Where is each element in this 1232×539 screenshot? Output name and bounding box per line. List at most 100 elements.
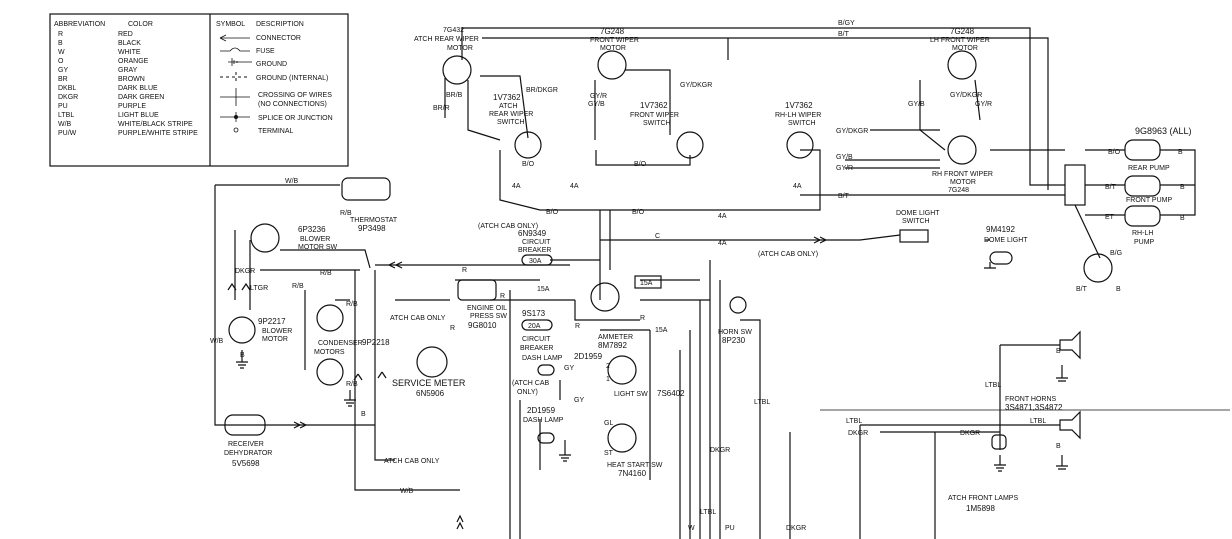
front-wiper-motor-circle — [597, 50, 627, 80]
legend-abbr-item: GY — [58, 67, 68, 74]
dome-light-switch-label: DOME LIGHT — [896, 210, 940, 217]
legend-color-item: WHITE/BLACK STRIPE — [118, 121, 193, 128]
legend-color-item: BLACK — [118, 40, 141, 47]
rear-wiper-switch-label: 1V7362 — [493, 93, 521, 102]
wire-label: B — [1180, 184, 1185, 191]
front-horns-label: 3S4871,3S4872 — [1005, 403, 1063, 412]
ground-internal-symbol — [220, 72, 250, 82]
legend-abbr-item: PU/W — [58, 130, 77, 137]
thermostat-label: THERMOSTAT — [350, 217, 398, 224]
legend-color-item: ORANGE — [118, 58, 149, 65]
legend-abbr-item: PU — [58, 103, 68, 110]
wire-label: DKGR — [848, 430, 868, 437]
legend-abbr-item: DKGR — [58, 94, 78, 101]
symbol-desc-no-connections: (NO CONNECTIONS) — [258, 101, 327, 108]
wire-label: DKGR — [710, 447, 730, 454]
condenser-motors-label: CONDENSER — [318, 340, 363, 347]
ground-icon — [994, 455, 1006, 472]
engine-oil-sw-label: PRESS SW — [470, 313, 507, 320]
wire-label: B/T — [838, 31, 850, 38]
wire-label: R — [640, 315, 645, 322]
legend-color-item: PURPLE — [118, 103, 146, 110]
amp-30a: 30A — [529, 258, 542, 265]
rh-lh-wiper-switch-label: 1V7362 — [785, 101, 813, 110]
wire-label: R/B — [346, 381, 358, 388]
legend-abbr-item: LTBL — [58, 112, 74, 119]
notes: (ATCH CAB ONLY) ATCH CAB ONLY (ATCH CAB … — [384, 183, 818, 465]
wire-label: GY/B — [588, 101, 605, 108]
wire-label: ST — [604, 450, 614, 457]
wire-label: B — [1116, 286, 1121, 293]
legend-abbr-item: DKBL — [58, 85, 76, 92]
horn-1-body — [1059, 330, 1081, 360]
symbol-desc-terminal: TERMINAL — [258, 128, 294, 135]
wire-label: LTBL — [754, 399, 770, 406]
front-wiper-motor-label: FRONT WIPER — [590, 37, 639, 44]
rh-lh-pump-label: RH-LH — [1132, 230, 1153, 237]
wire-label: B/GY — [838, 20, 855, 27]
lh-wiper-motor-label: LH FRONT WIPER — [930, 37, 990, 44]
light-sw-label: 7S6402 — [657, 389, 685, 398]
wires — [214, 27, 1230, 539]
amp-4a: 4A — [512, 183, 521, 190]
wire-label: BR/B — [446, 92, 463, 99]
legend-color-item: LIGHT BLUE — [118, 112, 159, 119]
legend-color-item: WHITE — [118, 49, 141, 56]
thermostat-label: 9P3498 — [358, 224, 386, 233]
wire-label: DKGR — [235, 268, 255, 275]
wire-label: DKGR — [960, 430, 980, 437]
wire-label: R/B — [340, 210, 352, 217]
rh-lh-wiper-switch-label: RH-LH WIPER — [775, 112, 821, 119]
wire-label: B — [361, 411, 366, 418]
ground-symbol — [228, 58, 252, 66]
condenser-motors-label: MOTORS — [314, 349, 345, 356]
legend-description-header: DESCRIPTION — [256, 21, 304, 28]
ground-icon — [559, 440, 571, 462]
rear-wiper-motor-label: ATCH REAR WIPER — [414, 36, 479, 43]
horn-sw-label: 8P230 — [722, 336, 746, 345]
front-lamps-label: 1M5898 — [966, 504, 995, 513]
service-meter-label: 6N5906 — [416, 389, 445, 398]
circuit-breaker-2-body — [521, 319, 553, 331]
wire-label: B/O — [546, 209, 559, 216]
wire-label: R/B — [320, 270, 332, 277]
receiver-label: 5V5698 — [232, 459, 260, 468]
amp-15a: 15A — [537, 286, 550, 293]
rh-lh-wiper-switch-label: SWITCH — [788, 120, 816, 127]
wire-label: GL — [604, 420, 613, 427]
wire-label: LTBL — [846, 418, 862, 425]
legend-color-item: DARK BLUE — [118, 85, 158, 92]
circuit-breaker-label: CIRCUIT — [522, 239, 551, 246]
ground-icon — [1056, 455, 1068, 470]
oil-press-sw-body — [457, 279, 497, 301]
horn-2-body — [1059, 410, 1081, 440]
rear-wiper-motor-label: MOTOR — [447, 45, 473, 52]
engine-oil-sw-label: ENGINE OIL — [467, 305, 507, 312]
rear-pump-label: REAR PUMP — [1128, 165, 1170, 172]
rh-wiper-motor-circle — [947, 135, 977, 165]
terminal-symbol — [233, 127, 239, 133]
wire-label: LTGR — [250, 285, 268, 292]
wire-label: B/O — [634, 161, 647, 168]
blower-motor-label: 9P2217 — [258, 317, 286, 326]
wire-label: GY/R — [590, 93, 607, 100]
service-meter-label: SERVICE METER — [392, 378, 466, 388]
rh-wiper-motor-label: RH FRONT WIPER — [932, 171, 993, 178]
amp-15a: 15A — [640, 280, 653, 287]
heat-start-sw-label: 7N4160 — [618, 469, 647, 478]
wire-label: GY/B — [836, 154, 853, 161]
lh-wiper-motor-label: 7G248 — [950, 27, 975, 36]
component-shapes — [224, 50, 1161, 472]
circuit-breaker-label: (ATCH CAB ONLY) — [478, 223, 538, 230]
rear-wiper-switch-circle — [514, 131, 542, 159]
wire-label: GY/R — [975, 101, 992, 108]
note-atch-cab-only: ATCH CAB ONLY — [390, 315, 446, 322]
amp-4a: 4A — [718, 213, 727, 220]
condenser-motor-2 — [316, 358, 344, 386]
wire-label: B/G — [1110, 250, 1122, 257]
rh-lh-pump-body — [1124, 205, 1161, 227]
front-wiper-switch-label: 1V7362 — [640, 101, 668, 110]
ground-icon — [984, 262, 996, 269]
horn-sw-circle — [729, 296, 747, 314]
